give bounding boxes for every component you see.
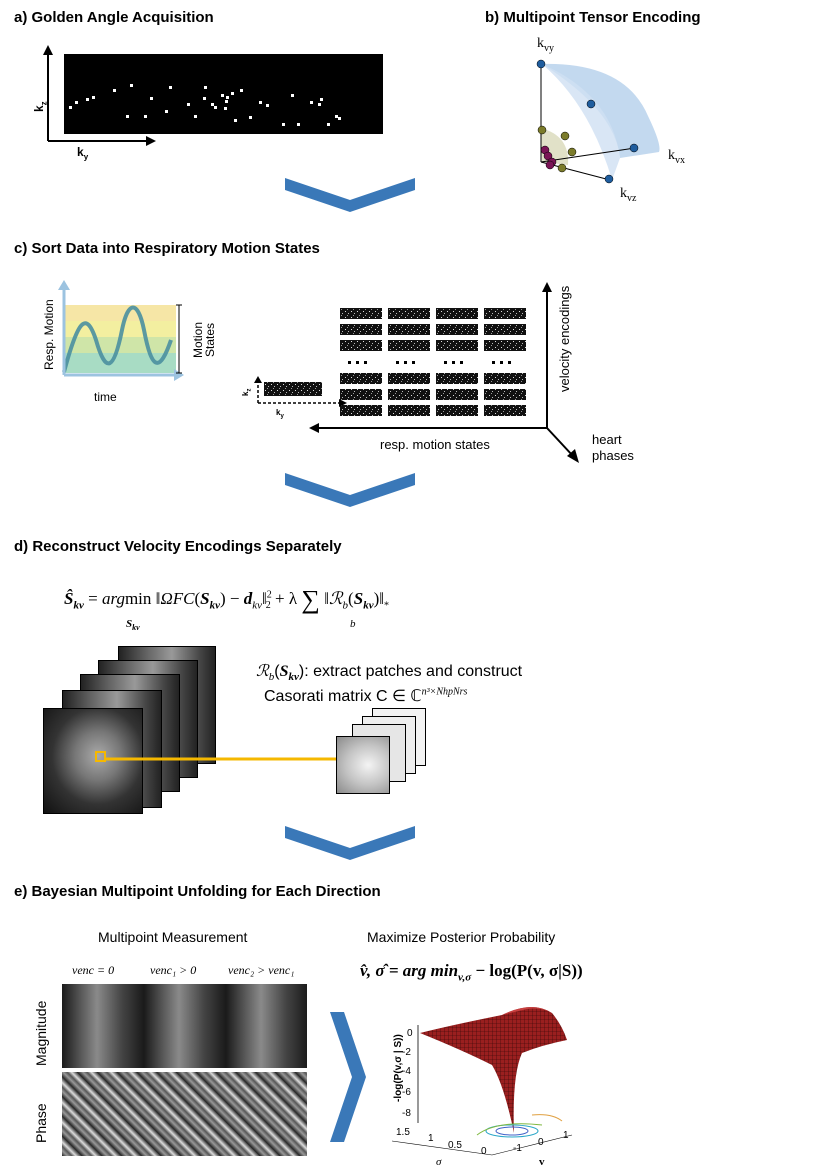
z-tick-4: -8 [402,1108,411,1119]
patch-1 [336,736,390,794]
phase-label: Phase [33,1103,49,1143]
panel-d-title: d) Reconstruct Velocity Encodings Separa… [14,538,342,555]
kz-label: kz [32,101,48,112]
reconstruction-equation: Ŝkv = argmin ‖ΩFC(Skv) − dkv‖22 + λ ∑ ‖ℛ… [64,585,389,615]
z-tick-0: 0 [407,1028,413,1039]
venc-label-1: venc₁ > 0 [150,963,196,978]
panel-c-title: c) Sort Data into Respiratory Motion Sta… [14,240,320,257]
sigma-tick-3: 0 [481,1146,487,1157]
v-axis-label: v [539,1156,545,1168]
magnitude-images [62,984,307,1068]
right-chevron-icon [330,1012,370,1142]
down-chevron-icon [285,826,415,862]
phase-images [62,1072,307,1156]
venc-label-2: venc₂ > venc₁ [228,963,294,978]
resp-motion-label: Resp. Motion [42,299,56,370]
panel-a-axes [40,45,180,155]
kvx-label: kvx [668,148,685,166]
venc-label-0: venc = 0 [72,963,114,978]
posterior-equation: v̂, σ̂ = arg minv,σ − log(P(v, σ|S)) [360,961,583,983]
z-tick-1: -2 [402,1047,411,1058]
kvy-label: kvy [537,36,554,54]
inset-ky-label: ky [276,408,284,420]
patch-description: ℛb(Skv): extract patches and construct [256,661,522,683]
velocity-encodings-label: velocity encodings [557,286,572,392]
ky-label: ky [77,145,88,161]
sigma-tick-1: 1 [428,1133,434,1144]
down-chevron-icon [285,178,415,214]
casorati-description: Casorati matrix C ∈ ℂn³×NhpNrs [264,686,467,706]
motion-states-label: Motion States [192,310,216,370]
maximize-posterior-label: Maximize Posterior Probability [367,929,555,945]
tensor-encoding-sphere [520,40,700,210]
sum-subscript: b [350,618,356,630]
v-tick-1: 0 [538,1137,544,1148]
z-tick-3: -6 [402,1087,411,1098]
inset-kz-label: kz [241,389,253,396]
kvz-label: kvz [620,186,636,204]
sigma-tick-2: 0.5 [448,1140,462,1151]
resp-motion-states-label: resp. motion states [380,437,490,452]
time-label: time [94,390,117,404]
v-tick-0: -1 [513,1143,522,1154]
z-tick-2: -4 [402,1066,411,1077]
kspace-inset-axes [252,376,362,416]
panel-b-title: b) Multipoint Tensor Encoding [485,9,701,26]
posterior-surface-plot [392,995,612,1170]
down-chevron-icon [285,473,415,509]
magnitude-label: Magnitude [33,1001,49,1066]
sigma-tick-0: 1.5 [396,1127,410,1138]
multipoint-measurement-label: Multipoint Measurement [98,929,247,945]
v-tick-2: 1 [563,1130,569,1141]
heart-phases-label: heart phases [592,432,652,464]
sigma-axis-label: σ [436,1156,441,1168]
respiratory-signal-plot [56,280,186,380]
panel-e-title: e) Bayesian Multipoint Unfolding for Eac… [14,883,381,900]
panel-a-title: a) Golden Angle Acquisition [14,9,214,26]
argmin-subscript: Skv [126,618,140,632]
